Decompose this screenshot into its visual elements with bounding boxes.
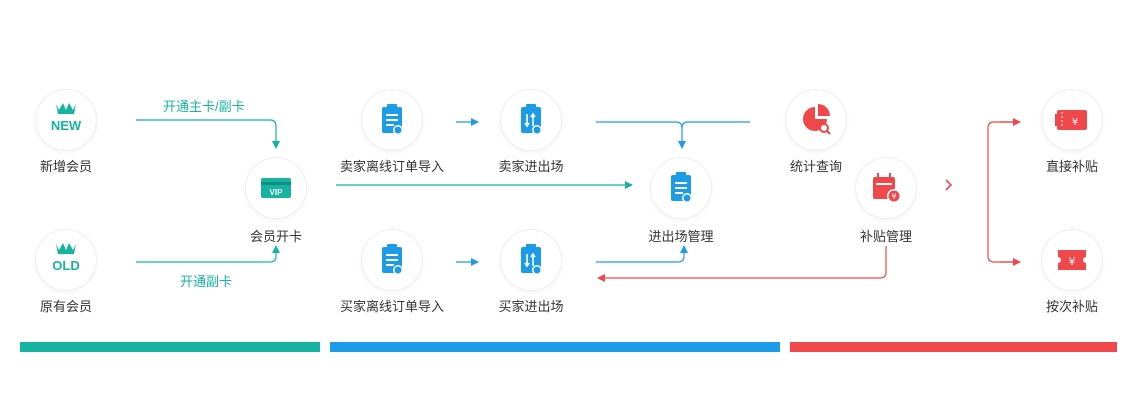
coupon-yen-icon: ¥ bbox=[1058, 250, 1086, 270]
clipboard-exchange-icon bbox=[521, 104, 542, 135]
label-direct-subsidy: 直接补贴 bbox=[1045, 159, 1098, 174]
chevron-right-icon bbox=[945, 179, 953, 191]
crown-new-icon: NEW bbox=[51, 103, 82, 133]
edge-stats-to-manage bbox=[681, 121, 750, 129]
svg-text:¥: ¥ bbox=[891, 192, 896, 201]
clipboard-import-icon bbox=[382, 244, 403, 275]
node-per-use-subsidy: ¥ bbox=[1042, 230, 1102, 290]
label-old-member: 原有会员 bbox=[39, 299, 92, 314]
ticket-yen-icon: ¥ bbox=[1055, 110, 1087, 130]
node-new-member: NEW bbox=[36, 90, 96, 150]
label-seller-import: 卖家离线订单导入 bbox=[339, 159, 444, 174]
clipboard-manage-icon bbox=[671, 172, 692, 203]
label-seller-entry: 卖家进出场 bbox=[498, 159, 564, 174]
label-buyer-import: 买家离线订单导入 bbox=[339, 299, 444, 314]
node-card-open: VIP bbox=[246, 158, 306, 218]
svg-text:¥: ¥ bbox=[1072, 117, 1078, 128]
edge-label-open-sub-card: 开通副卡 bbox=[180, 274, 233, 289]
svg-text:VIP: VIP bbox=[270, 188, 284, 197]
label-per-use-subsidy: 按次补贴 bbox=[1045, 299, 1098, 314]
edge-buyer-to-manage bbox=[596, 245, 688, 263]
node-buyer-import bbox=[362, 230, 422, 290]
crown-old-icon: OLD bbox=[52, 243, 80, 273]
label-entry-manage: 进出场管理 bbox=[648, 229, 714, 244]
svg-text:NEW: NEW bbox=[51, 118, 82, 133]
edge-seller-to-manage bbox=[596, 121, 686, 149]
node-buyer-entry bbox=[501, 230, 561, 290]
section-bar-entry bbox=[330, 342, 780, 352]
label-subsidy-manage: 补贴管理 bbox=[859, 229, 912, 244]
label-buyer-entry: 买家进出场 bbox=[498, 299, 564, 314]
edge-old-to-card bbox=[136, 245, 280, 263]
node-entry-manage bbox=[651, 158, 711, 218]
clipboard-import-icon bbox=[382, 104, 403, 135]
calendar-yen-icon: ¥ bbox=[873, 173, 901, 203]
section-bar-subsidy bbox=[790, 342, 1117, 352]
edge-new-to-card bbox=[136, 119, 280, 149]
node-seller-entry bbox=[501, 90, 561, 150]
node-subsidy-manage: ¥ bbox=[856, 158, 916, 218]
edge-label-open-main-card: 开通主卡/副卡 bbox=[163, 99, 245, 114]
node-stats-query bbox=[786, 90, 846, 150]
edge-branch-to-direct bbox=[987, 121, 1020, 263]
section-bar-member bbox=[20, 342, 320, 352]
edge-subsidy-to-buyer bbox=[597, 246, 887, 282]
svg-text:¥: ¥ bbox=[1069, 255, 1076, 268]
pie-chart-search-icon bbox=[803, 104, 831, 135]
vip-card-icon: VIP bbox=[261, 178, 291, 198]
label-new-member: 新增会员 bbox=[39, 159, 92, 174]
svg-text:OLD: OLD bbox=[52, 258, 79, 273]
node-seller-import bbox=[362, 90, 422, 150]
label-card-open: 会员开卡 bbox=[249, 229, 302, 244]
node-direct-subsidy: ¥ bbox=[1042, 90, 1102, 150]
node-old-member: OLD bbox=[36, 230, 96, 290]
label-stats-query: 统计查询 bbox=[789, 159, 842, 174]
clipboard-exchange-icon bbox=[521, 244, 542, 275]
